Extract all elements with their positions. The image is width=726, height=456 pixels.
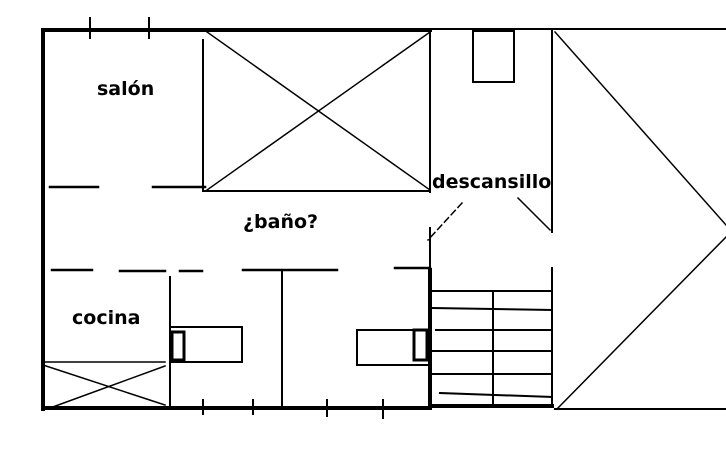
bed-right [356, 328, 431, 366]
roof-slope [553, 30, 726, 411]
kitchen-crossed-area [42, 361, 166, 409]
outer-walls [41, 28, 554, 411]
door-swing-dashed [426, 201, 464, 242]
door-swing [516, 196, 552, 232]
room-label-salon: salón [97, 78, 154, 100]
staircase [429, 290, 554, 407]
wall-ticks [89, 17, 384, 419]
bed-left [169, 326, 243, 363]
dashed-partition-lower [50, 266, 432, 273]
void-crossed-area [205, 30, 432, 192]
room-label-bano: ¿baño? [243, 211, 318, 233]
room-label-descansillo: descansillo [432, 171, 551, 193]
room-label-cocina: cocina [72, 307, 140, 329]
landing-box [472, 30, 515, 83]
